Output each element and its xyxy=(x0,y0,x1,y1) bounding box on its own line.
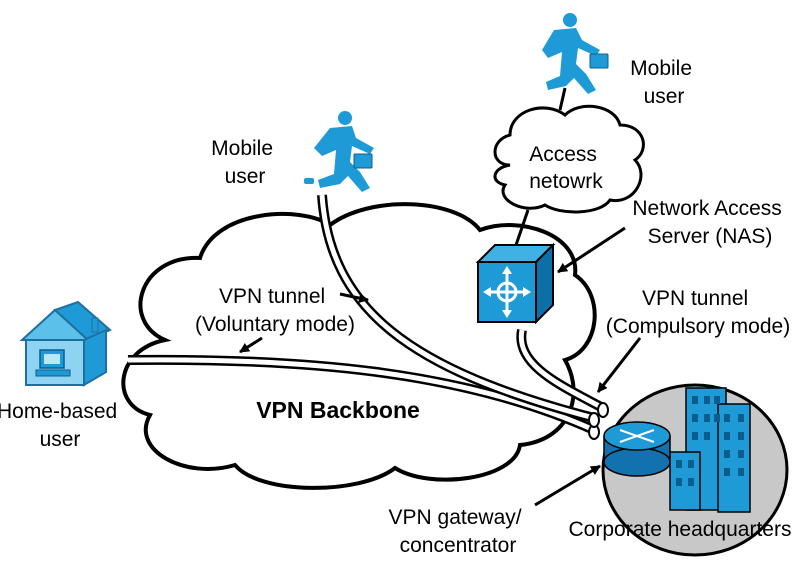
access-network-label: Access netowrk xyxy=(529,143,603,193)
home-user-label: Home-based user xyxy=(0,400,123,451)
router-icon xyxy=(603,421,671,477)
nas-switch-icon xyxy=(475,242,556,325)
access-network-cloud xyxy=(493,104,645,214)
arrow-compulsory xyxy=(596,337,642,393)
house-icon xyxy=(19,300,112,387)
vpn-tunnel-compulsory-label: VPN tunnel (Compulsory mode) xyxy=(606,287,790,338)
tunnel-nas xyxy=(516,329,609,418)
arrow-gateway xyxy=(534,464,601,507)
vpn-tunnel-voluntary-label: VPN tunnel (Voluntary mode) xyxy=(195,285,355,336)
backbone-label: VPN Backbone xyxy=(256,397,420,423)
mobile-user-right-label: Mobile user xyxy=(630,57,698,108)
mobile-user-left-label: Mobile user xyxy=(211,137,279,188)
arrow-voluntary-1 xyxy=(339,292,369,304)
gateway-label: VPN gateway/ concentrator xyxy=(389,506,528,557)
building-icon xyxy=(669,387,751,513)
hq-label: Corporate headquarters xyxy=(569,518,792,541)
arrow-voluntary-2 xyxy=(239,336,263,354)
arrow-nas xyxy=(557,226,626,274)
vpn-backbone-cloud xyxy=(121,202,597,490)
tunnel-mobile xyxy=(317,194,600,428)
person-running-icon xyxy=(542,13,609,94)
nas-label: Network Access Server (NAS) xyxy=(632,197,787,248)
person-running-icon xyxy=(304,111,374,192)
